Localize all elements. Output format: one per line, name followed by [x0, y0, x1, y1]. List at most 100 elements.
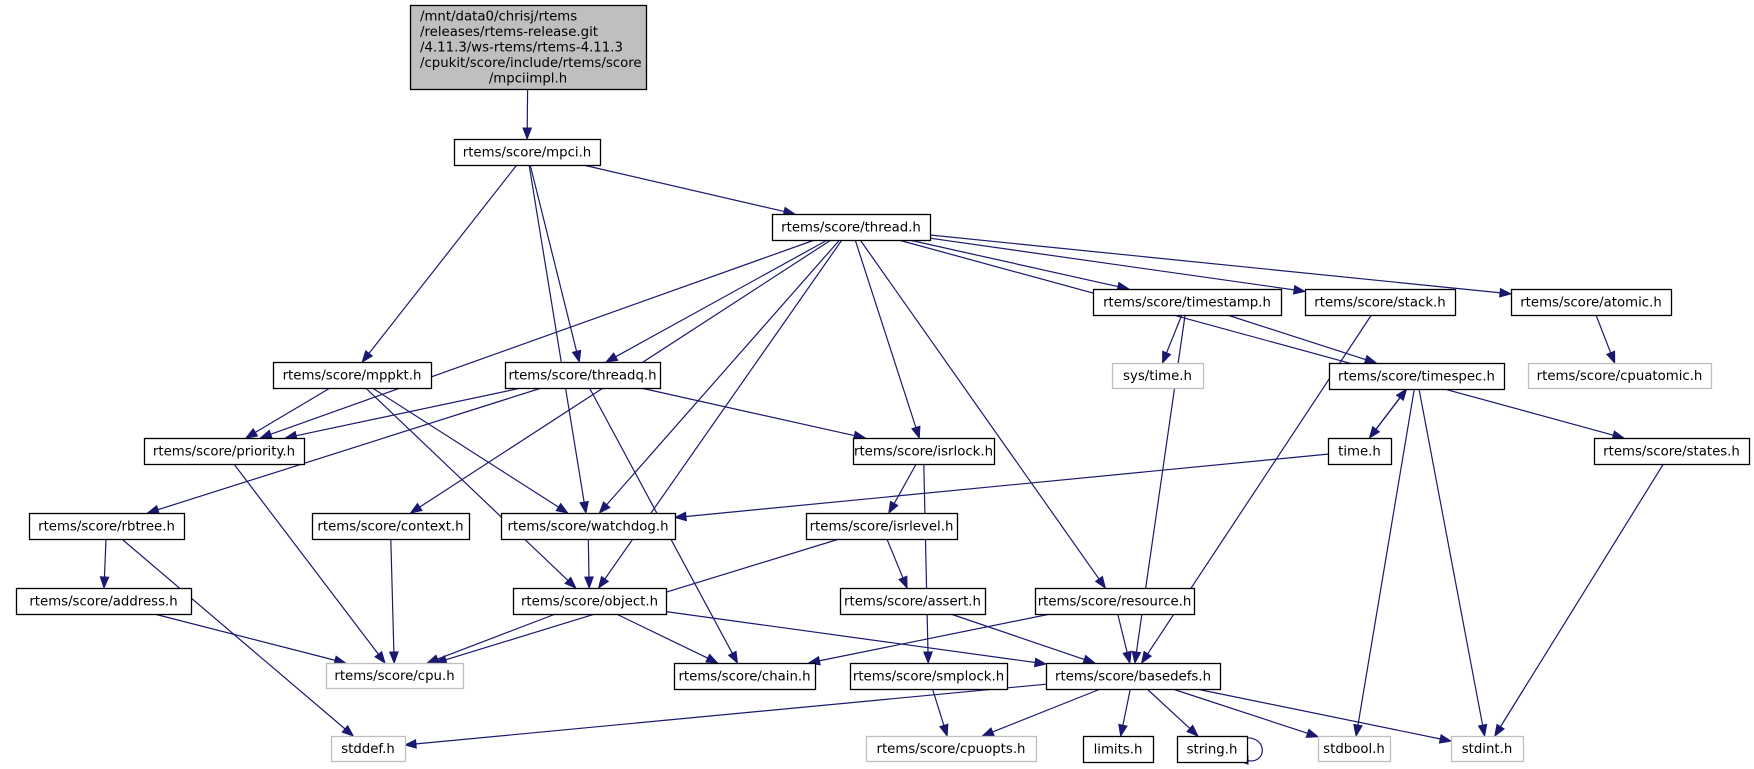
node-label: rtems/score/isrlock.h [854, 444, 993, 459]
edge-timestamp-to-timespec [1227, 314, 1378, 365]
edge-resource-to-basedefs [1117, 613, 1132, 665]
node-stddef[interactable]: stddef.h [330, 735, 407, 763]
node-smplock[interactable]: rtems/score/smplock.h [849, 662, 1009, 691]
edge-line [1122, 688, 1131, 727]
node-label: rtems/score/mppkt.h [283, 368, 422, 383]
edge-line [1357, 388, 1415, 727]
node-priority[interactable]: rtems/score/priority.h [143, 437, 306, 466]
node-chain[interactable]: rtems/score/chain.h [673, 662, 817, 691]
arrowhead-icon [244, 427, 259, 439]
edge-atomic-to-cpuatomic [1595, 314, 1616, 365]
arrowhead-icon [597, 575, 610, 590]
arrowhead-icon [571, 349, 582, 364]
node-box [673, 662, 817, 691]
edge-line [103, 538, 107, 579]
node-watchdog[interactable]: rtems/score/watchdog.h [500, 512, 677, 541]
edge-line [254, 387, 331, 434]
arrowhead-icon [99, 576, 110, 590]
edge-isrlock-to-isrlevel [888, 463, 917, 515]
node-box [771, 213, 932, 242]
node-stack[interactable]: rtems/score/stack.h [1304, 288, 1457, 317]
arrowhead-icon [705, 653, 719, 664]
node-timeh[interactable]: time.h [1327, 437, 1393, 466]
arrowhead-icon [579, 500, 589, 515]
node-box [839, 587, 987, 616]
edge-timeh-to-timespec [1368, 387, 1408, 439]
node-box [1034, 587, 1196, 616]
edge-basedefs-to-stdint [1196, 688, 1453, 744]
node-systime[interactable]: sys/time.h [1111, 362, 1205, 390]
edge-line [1172, 688, 1309, 735]
node-cpuopts[interactable]: rtems/score/cpuopts.h [865, 735, 1038, 763]
node-label: rtems/score/address.h [29, 594, 177, 609]
arrowhead-icon [1494, 723, 1505, 738]
edge-line [859, 239, 1101, 581]
edge-line [583, 164, 786, 213]
node-isrlock[interactable]: rtems/score/isrlock.h [852, 437, 996, 466]
node-states[interactable]: rtems/score/states.h [1593, 437, 1751, 466]
node-context[interactable]: rtems/score/context.h [311, 512, 471, 541]
node-stdbool[interactable]: stdbool.h [1317, 735, 1392, 763]
node-timespec[interactable]: rtems/score/timespec.h [1328, 362, 1506, 391]
node-mppkt[interactable]: rtems/score/mppkt.h [272, 361, 433, 390]
node-object[interactable]: rtems/score/object.h [512, 587, 668, 616]
arrowhead-icon [981, 727, 995, 737]
edge-line [436, 613, 556, 660]
node-n0[interactable]: /mnt/data0/chrisj/rtems/releases/rtems-r… [409, 4, 648, 91]
edge-basedefs-to-stddef [403, 683, 1047, 749]
node-box [453, 138, 602, 167]
node-box [1045, 662, 1222, 691]
node-string[interactable]: string.h [1176, 735, 1249, 764]
arrowhead-icon [1292, 284, 1307, 295]
node-isrlevel[interactable]: rtems/score/isrlevel.h [805, 512, 959, 541]
edge-line [154, 613, 337, 662]
node-box [1593, 437, 1751, 466]
node-stdint[interactable]: stdint.h [1450, 735, 1525, 763]
node-thread[interactable]: rtems/score/thread.h [771, 213, 932, 242]
arrowhead-icon [727, 650, 739, 665]
node-atomic[interactable]: rtems/score/atomic.h [1510, 288, 1673, 317]
edge-priority-to-cpu [233, 463, 386, 665]
arrowhead-icon [403, 739, 417, 749]
node-label: rtems/score/isrlevel.h [810, 519, 954, 534]
edge-mpci-to-threadq [529, 164, 582, 364]
arrowhead-icon [673, 511, 687, 522]
node-label: rtems/score/cpuopts.h [877, 742, 1026, 757]
edge-basedefs-to-limits [1118, 688, 1131, 738]
node-assert[interactable]: rtems/score/assert.h [839, 587, 987, 616]
node-mpci[interactable]: rtems/score/mpci.h [453, 138, 602, 167]
node-box [1317, 735, 1392, 763]
node-label: rtems/score/states.h [1603, 444, 1740, 459]
node-label: rtems/score/atomic.h [1520, 295, 1662, 310]
edge-basedefs-to-cpuopts [981, 688, 1101, 737]
node-threadq[interactable]: rtems/score/threadq.h [504, 361, 662, 390]
edge-object-to-basedefs [665, 611, 1048, 668]
node-cpuatomic[interactable]: rtems/score/cpuatomic.h [1527, 362, 1713, 390]
node-basedefs[interactable]: rtems/score/basedefs.h [1045, 662, 1222, 691]
node-resource[interactable]: rtems/score/resource.h [1034, 587, 1196, 616]
edge-line [605, 239, 841, 506]
edge-object-to-chain [616, 613, 719, 664]
node-limits[interactable]: limits.h [1082, 735, 1155, 764]
edge-line [528, 164, 585, 504]
node-box [311, 512, 471, 541]
edge-line [886, 538, 904, 580]
arrowhead-icon [1131, 650, 1142, 665]
edge-thread-to-atomic [929, 234, 1513, 298]
node-label: time.h [1338, 444, 1381, 459]
arrowhead-icon [259, 429, 273, 439]
arrowhead-icon [1499, 287, 1513, 298]
arrowhead-icon [898, 575, 908, 590]
node-box [325, 662, 465, 690]
node-cpu[interactable]: rtems/score/cpu.h [325, 662, 465, 690]
node-label: rtems/score/threadq.h [508, 368, 656, 383]
arrowhead-icon [1186, 724, 1199, 737]
node-rbtree[interactable]: rtems/score/rbtree.h [28, 512, 186, 541]
node-timestamp[interactable]: rtems/score/timestamp.h [1092, 288, 1283, 317]
node-box [15, 587, 193, 616]
node-box [1176, 735, 1249, 764]
arrowhead-icon [938, 723, 949, 738]
edge-smplock-to-cpuopts [931, 688, 949, 738]
arrowhead-icon [409, 502, 423, 514]
node-address[interactable]: rtems/score/address.h [15, 587, 193, 616]
